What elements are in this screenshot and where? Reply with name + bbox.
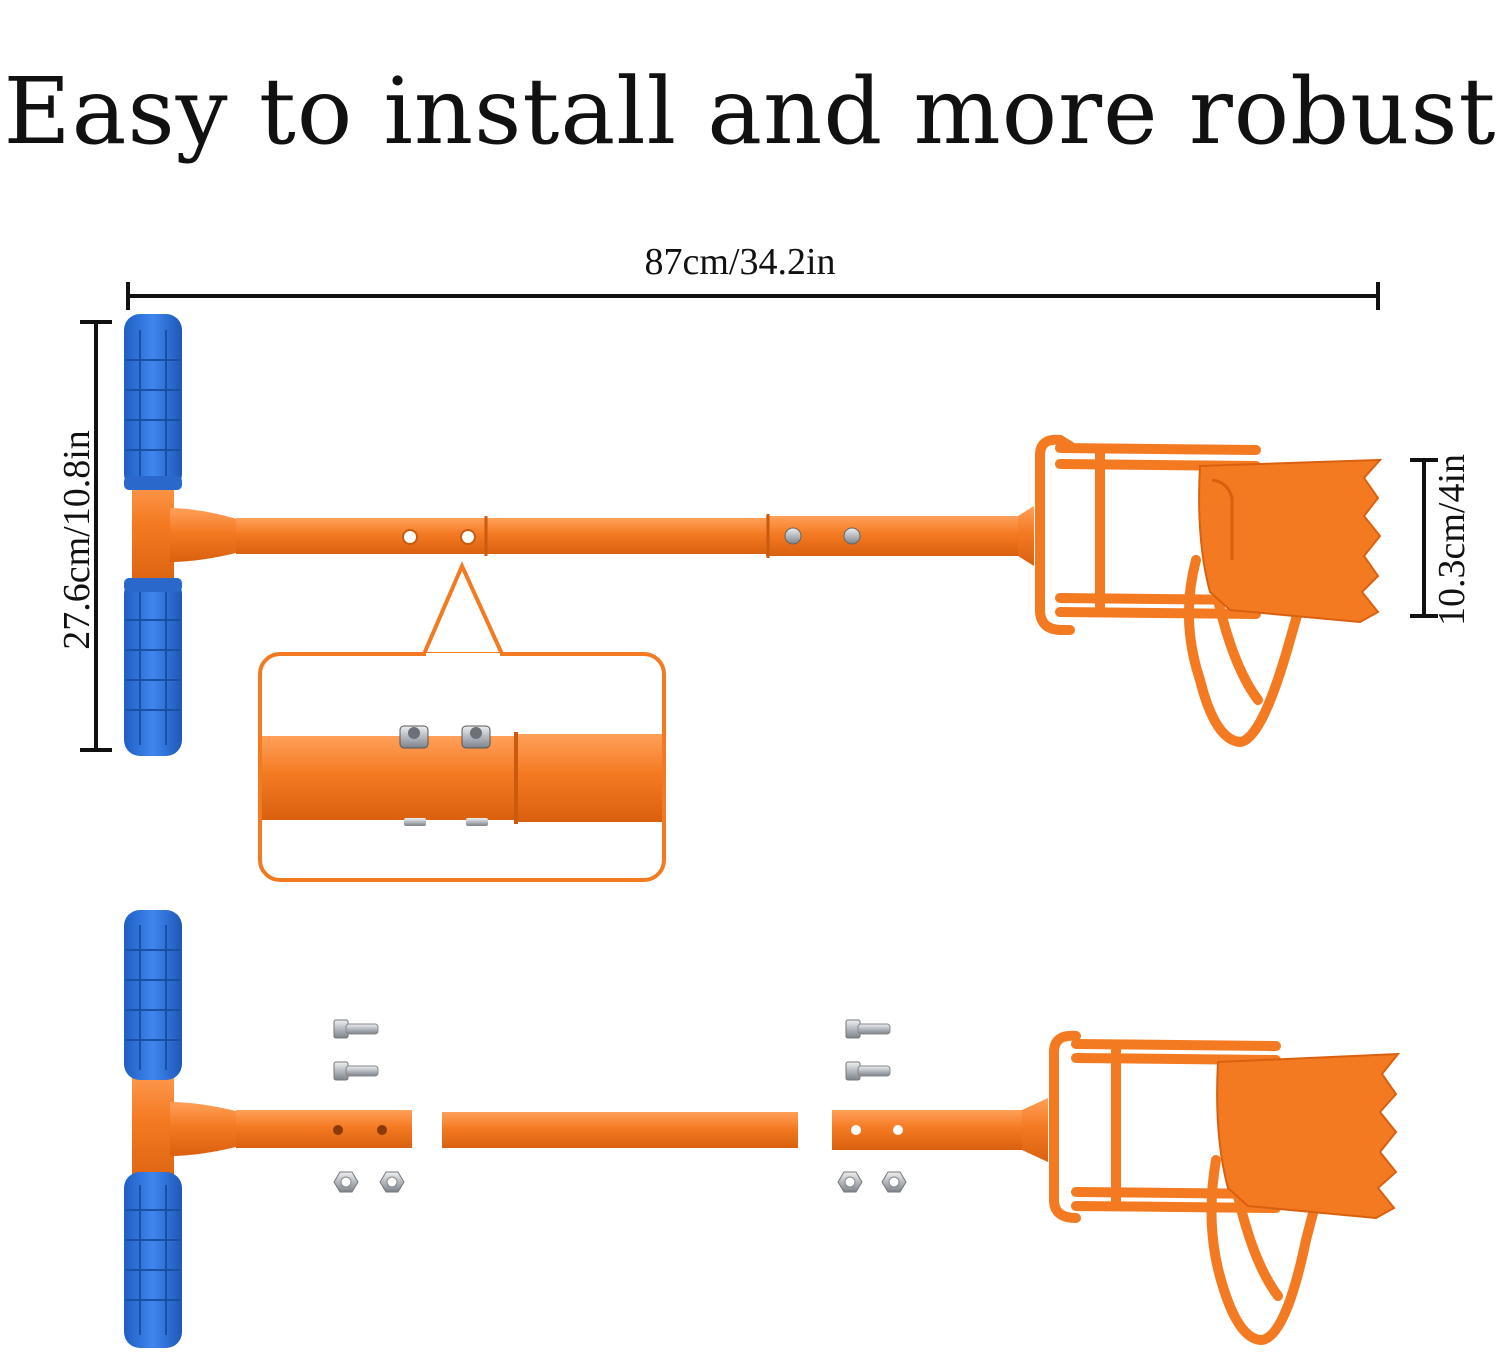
serrated-cutter-parts (1216, 1052, 1401, 1220)
cutter-dimension-line (1410, 458, 1438, 618)
hex-nut-icon (881, 1171, 907, 1193)
serrated-cutter (1198, 458, 1383, 624)
page-title: Easy to install and more robust (3, 58, 1497, 165)
shaft-collar (170, 508, 240, 562)
hex-bolt-icon (333, 1061, 379, 1081)
shaft-lower (766, 516, 1022, 556)
zoomed-shaft-right (514, 734, 662, 822)
shaft-holes (402, 529, 476, 545)
zoom-callout (258, 561, 666, 882)
hex-nut-icon (333, 1171, 359, 1193)
shaft-middle (484, 518, 768, 554)
disassembled-auger-tool (124, 910, 1401, 1348)
height-dimension-line (80, 320, 112, 752)
length-dimension-label: 87cm/34.2in (644, 241, 836, 283)
t-bar (132, 470, 174, 590)
zoomed-shaft-left (262, 736, 518, 820)
grip-bottom (124, 578, 182, 756)
hex-bolt-icon (845, 1061, 891, 1081)
middle-section (442, 1112, 798, 1148)
hex-bolt-icon (333, 1019, 379, 1039)
shaft-upper (236, 518, 486, 554)
nuts-right (837, 1171, 907, 1193)
bolts-left (333, 1019, 379, 1081)
assembled-auger-tool (124, 314, 1383, 756)
nuts-left (333, 1171, 405, 1193)
bolt-heads (784, 527, 861, 545)
grip-bottom-parts (124, 1172, 182, 1348)
grip-top-parts (124, 910, 182, 1080)
length-dimension-line (126, 282, 1380, 310)
zoomed-nuts (399, 725, 491, 826)
hex-bolt-icon (845, 1019, 891, 1039)
lower-section (832, 1110, 1026, 1150)
hex-nut-icon (837, 1171, 863, 1193)
hex-nut-icon (379, 1171, 405, 1193)
bolts-right (845, 1019, 891, 1081)
grip-top (124, 314, 182, 490)
